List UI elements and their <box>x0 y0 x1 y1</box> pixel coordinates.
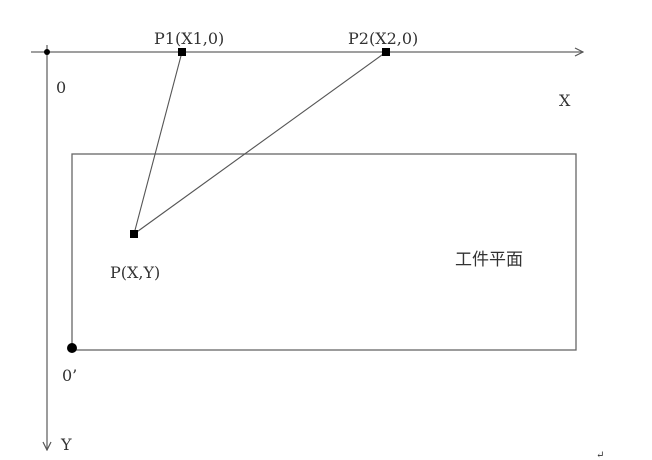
line-p1-p <box>133 51 183 235</box>
workpiece-rect <box>71 153 577 351</box>
line-p2-p <box>133 51 387 235</box>
p1-point <box>178 48 186 56</box>
p2-point <box>382 48 390 56</box>
origin-label: 0 <box>56 78 66 97</box>
origin-point <box>44 49 50 55</box>
origin-prime-label: 0’ <box>62 366 77 385</box>
workpiece-label: 工件平面 <box>455 250 523 270</box>
origin-prime-point <box>67 343 77 353</box>
p-label: P(X,Y) <box>110 263 160 282</box>
x-axis-label: X <box>559 91 571 110</box>
paragraph-mark: ↵ <box>596 450 604 460</box>
y-axis-label: Y <box>60 435 72 454</box>
p-point <box>130 230 138 238</box>
p2-label: P2(X2,0) <box>348 29 418 48</box>
p1-label: P1(X1,0) <box>154 29 224 48</box>
